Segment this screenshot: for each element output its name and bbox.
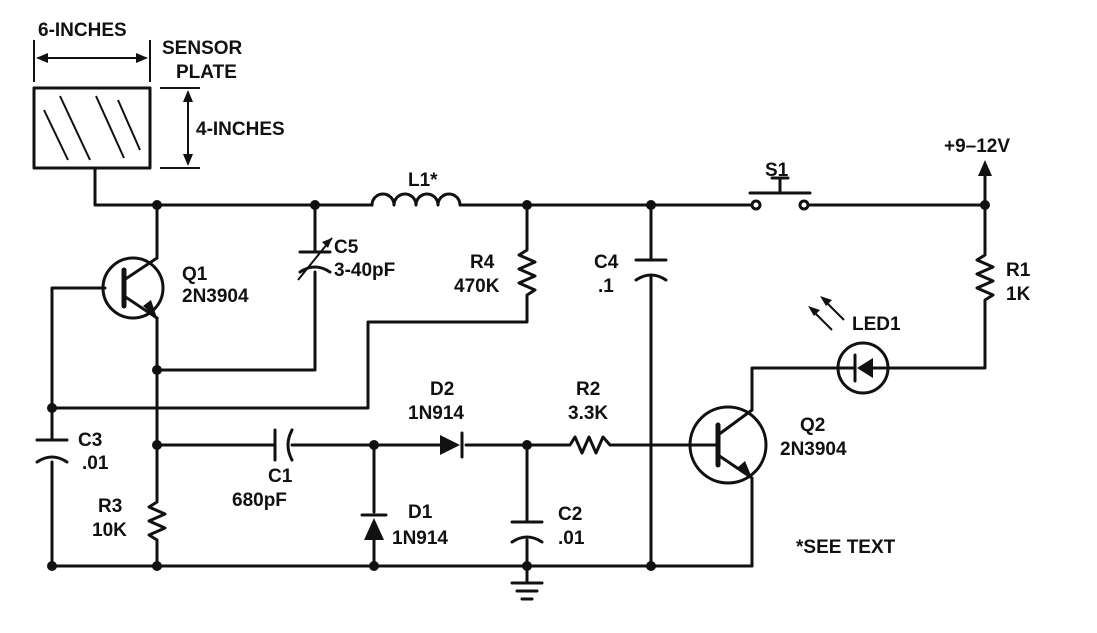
supply-arrow xyxy=(978,160,992,176)
r3-name: R3 xyxy=(98,496,122,517)
led-name: LED1 xyxy=(852,314,901,335)
capacitor-c1 xyxy=(273,428,294,462)
width-dimension xyxy=(33,40,151,82)
capacitor-c2 xyxy=(510,520,544,544)
r1-value: 1K xyxy=(1006,284,1031,305)
c1-value: 680pF xyxy=(232,490,287,511)
diode-d1 xyxy=(360,513,388,540)
r4-name: R4 xyxy=(470,252,495,273)
l1-label: L1* xyxy=(408,170,438,191)
d1-part: 1N914 xyxy=(392,528,448,549)
r2-value: 3.3K xyxy=(568,403,608,424)
c1-name: C1 xyxy=(268,466,293,487)
inductor-l1 xyxy=(370,192,468,207)
see-text-note: *SEE TEXT xyxy=(796,537,896,558)
ground-symbol xyxy=(510,581,544,601)
d2-part: 1N914 xyxy=(408,403,464,424)
c3-value: .01 xyxy=(82,453,109,474)
sensor-width-label: 6-INCHES xyxy=(38,20,127,41)
led1 xyxy=(808,296,892,395)
diode-d2 xyxy=(440,431,464,459)
r3-value: 10K xyxy=(92,520,127,541)
d1-name: D1 xyxy=(408,502,433,523)
resistor-r1 xyxy=(975,248,995,307)
q1-part: 2N3904 xyxy=(182,286,249,307)
capacitor-c4 xyxy=(634,258,668,282)
height-dimension xyxy=(160,87,200,169)
c5-value: 3-40pF xyxy=(334,260,395,281)
c5-name: C5 xyxy=(334,237,359,258)
q1-name: Q1 xyxy=(182,264,208,285)
c4-value: .1 xyxy=(598,276,614,297)
q2-name: Q2 xyxy=(800,415,825,436)
capacitor-c3 xyxy=(35,438,69,464)
resistor-r2 xyxy=(563,435,617,455)
r2-name: R2 xyxy=(576,379,600,400)
c4-name: C4 xyxy=(594,252,619,273)
switch-s1 xyxy=(748,176,812,211)
sensor-name-line1: SENSOR xyxy=(162,38,243,59)
junctions xyxy=(47,200,990,571)
resistor-r4 xyxy=(517,243,537,302)
q2-part: 2N3904 xyxy=(780,439,847,460)
sensor-name-line2: PLATE xyxy=(176,62,237,83)
d2-name: D2 xyxy=(430,379,454,400)
r1-name: R1 xyxy=(1006,260,1031,281)
transistor-q1 xyxy=(101,256,165,320)
supply-label: +9–12V xyxy=(944,136,1010,157)
wires xyxy=(50,166,987,585)
sensor-height-label: 4-INCHES xyxy=(196,119,285,140)
capacitor-c5 xyxy=(297,237,333,281)
transistor-q2 xyxy=(688,405,768,485)
s1-label: S1 xyxy=(765,160,789,181)
resistor-r3 xyxy=(147,496,167,542)
c3-name: C3 xyxy=(78,430,102,451)
sensor-plate xyxy=(32,86,152,170)
c2-value: .01 xyxy=(558,528,585,549)
r4-value: 470K xyxy=(454,276,500,297)
c2-name: C2 xyxy=(558,504,582,525)
